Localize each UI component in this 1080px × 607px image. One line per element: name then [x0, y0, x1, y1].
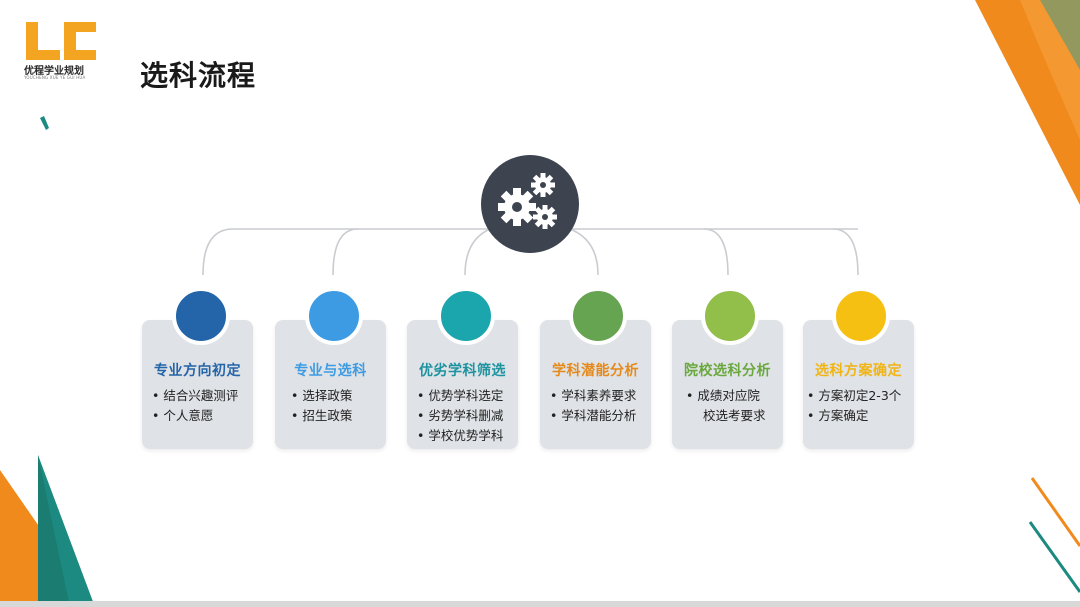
step-title: 专业方向初定 — [154, 363, 241, 379]
list-item: • 学科潜能分析 — [550, 408, 637, 423]
step-node-4 — [569, 287, 627, 345]
list-item: • 学校优势学科 — [417, 428, 504, 443]
step-title: 优劣学科筛选 — [419, 363, 506, 379]
list-item: • 个人意愿 — [152, 408, 214, 423]
list-item: 校选考要求 — [703, 408, 766, 423]
list-item: • 优势学科选定 — [417, 388, 504, 403]
step-title: 专业与选科 — [294, 363, 367, 379]
gears-icon — [498, 173, 557, 229]
step-card-6: 选科方案确定 • 方案初定2-3个 • 方案确定 — [803, 320, 914, 449]
step-node-1 — [172, 287, 230, 345]
logo-icon — [26, 22, 96, 60]
logo-subtitle: YOUCHENG XUE YE GUI HUA — [24, 75, 86, 80]
gear-hub — [481, 155, 579, 253]
step-list: • 学科素养要求 • 学科潜能分析 — [550, 386, 647, 426]
list-item: • 学科素养要求 — [550, 388, 637, 403]
step-list: • 优势学科选定 • 劣势学科删减 • 学校优势学科 — [417, 386, 514, 446]
step-title: 院校选科分析 — [684, 363, 771, 379]
list-item: • 方案确定 — [807, 408, 869, 423]
step-list: • 选择政策 • 招生政策 — [291, 386, 382, 426]
list-item: • 选择政策 — [291, 388, 353, 403]
step-node-6 — [832, 287, 890, 345]
step-list: • 结合兴趣测评 • 个人意愿 — [152, 386, 249, 426]
step-node-5 — [701, 287, 759, 345]
list-item: • 劣势学科删减 — [417, 408, 504, 423]
step-list: • 方案初定2-3个 • 方案确定 — [807, 386, 910, 426]
bottom-bar — [0, 601, 1080, 607]
step-node-3 — [437, 287, 495, 345]
step-title: 学科潜能分析 — [552, 363, 639, 379]
list-item: • 方案初定2-3个 — [807, 388, 902, 403]
step-title: 选科方案确定 — [815, 363, 902, 379]
step-list: • 成绩对应院 校选考要求 — [686, 386, 779, 426]
page-title: 选科流程 — [140, 59, 257, 92]
list-item: • 招生政策 — [291, 408, 353, 423]
logo-text: 优程学业规划 — [24, 66, 84, 77]
list-item: • 结合兴趣测评 — [152, 388, 239, 403]
step-node-2 — [305, 287, 363, 345]
list-item: • 成绩对应院 — [686, 388, 760, 403]
